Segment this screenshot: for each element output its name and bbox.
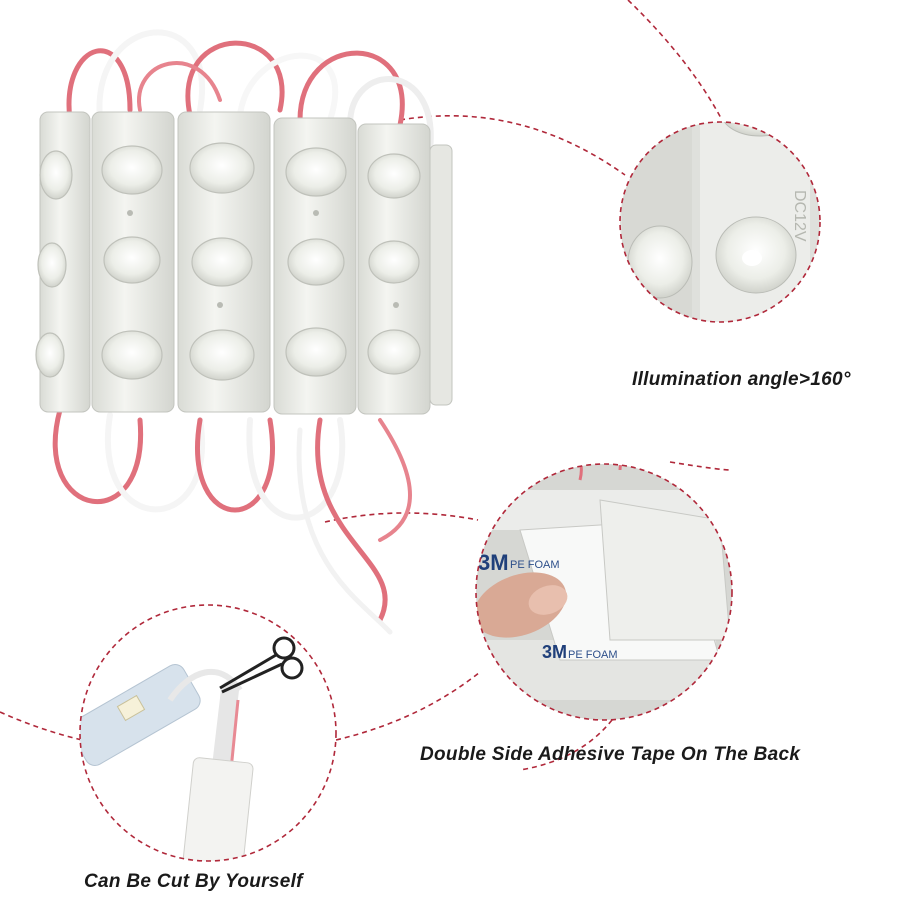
adhesive-tape-closeup: 3M PE FOAM 3M PE FOAM (475, 463, 733, 721)
tape-material-label: PE FOAM (510, 559, 560, 571)
module-voltage-marking: DC12V (791, 190, 808, 242)
illumination-closeup: DC12V (619, 121, 821, 323)
tape-material-label-2: PE FOAM (568, 649, 618, 661)
cut-caption: Can Be Cut By Yourself (84, 871, 303, 892)
cut-closeup (79, 604, 337, 862)
wires-top (66, 29, 434, 153)
tape-brand-label: 3M (478, 550, 509, 575)
illumination-angle-caption: Illumination angle>160° (632, 369, 851, 390)
led-module-bundle (35, 29, 453, 635)
adhesive-tape-caption: Double Side Adhesive Tape On The Back (420, 744, 801, 765)
led-lenses (35, 142, 421, 381)
tape-brand-label-2: 3M (542, 642, 567, 662)
mount-holes (127, 210, 399, 308)
scissors-icon (219, 636, 304, 694)
wires-bottom (52, 407, 412, 635)
